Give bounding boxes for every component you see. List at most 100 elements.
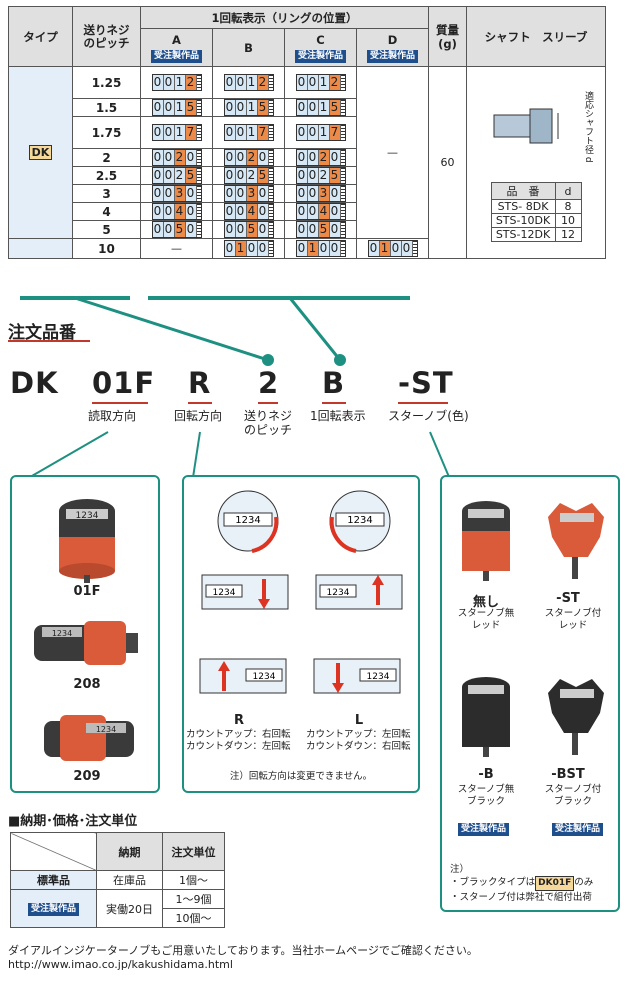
sleeve-diagram-icon bbox=[493, 108, 559, 144]
pitch-cell: 1.75 bbox=[72, 116, 141, 149]
shaft-caption: 適応シャフト径 d bbox=[583, 91, 593, 163]
type-dk: DK bbox=[28, 145, 53, 160]
pitch-cell: 1.5 bbox=[72, 98, 141, 117]
knob-desc-1: スターノブ付 レッド bbox=[544, 608, 602, 631]
delivery-unit1: 1個～ bbox=[162, 870, 225, 890]
footer-url[interactable]: http://www.imao.co.jp/kakushidama.html bbox=[8, 958, 233, 971]
svg-text:1234: 1234 bbox=[253, 672, 276, 682]
knob-209-icon: 1234 bbox=[44, 715, 134, 761]
knob-code-1: -ST bbox=[556, 591, 580, 606]
header-shaft: シャフト スリーブ bbox=[466, 6, 606, 67]
rotation-l-desc: カウントアップ：左回転 カウントダウン：右回転 bbox=[306, 729, 411, 752]
model-01f: 01F bbox=[73, 584, 101, 599]
pitch-cell: 3 bbox=[72, 184, 141, 203]
svg-text:1234: 1234 bbox=[347, 515, 372, 526]
knob-desc-0: スターノブ無 レッド bbox=[457, 608, 515, 631]
badge-d: 受注製作品 bbox=[366, 49, 418, 63]
rotation-l-label: L bbox=[354, 713, 364, 728]
order-title: 注文品番 bbox=[8, 323, 76, 343]
code-rotation: R bbox=[188, 366, 212, 400]
header-d: D bbox=[387, 32, 398, 47]
knob-desc-3: スターノブ付 ブラック bbox=[544, 784, 602, 807]
delivery-header-unit: 注文単位 bbox=[162, 832, 225, 871]
header-rotation: 1回転表示（リングの位置） bbox=[140, 6, 429, 29]
underline-knob bbox=[398, 402, 448, 404]
knob-panel: 無し -ST スターノブ無 レッド スターノブ付 レッド -B -BST スター… bbox=[440, 475, 620, 912]
knob-black-icons bbox=[462, 677, 604, 757]
badge-a: 受注製作品 bbox=[150, 49, 202, 63]
knob-code-0: 無し bbox=[472, 595, 499, 610]
reading-panel: 1234 01F 1234 208 1234 209 bbox=[10, 475, 160, 793]
delivery-title: ■納期･価格･注文単位 bbox=[8, 814, 138, 829]
label-rotation: 回転方向 bbox=[174, 409, 223, 423]
model-209: 209 bbox=[73, 769, 101, 784]
delivery-custom: 受注製作品 bbox=[27, 903, 79, 916]
delivery-unit3: 10個～ bbox=[162, 908, 225, 928]
pitch-cell: 4 bbox=[72, 202, 141, 221]
svg-text:1234: 1234 bbox=[213, 588, 236, 598]
delivery-corner bbox=[10, 832, 97, 871]
code-display: B bbox=[322, 366, 346, 400]
header-type: タイプ bbox=[8, 6, 73, 67]
spec-table: タイプ 送りネジ のピッチ 1回転表示（リングの位置） 質量 (g) シャフト … bbox=[8, 6, 606, 259]
header-mass: 質量 (g) bbox=[428, 6, 467, 67]
col-d-dash: — bbox=[356, 66, 429, 239]
svg-text:1234: 1234 bbox=[76, 511, 99, 521]
header-a: A bbox=[172, 32, 181, 47]
knob-208-icon: 1234 bbox=[34, 621, 138, 665]
code-dk: DK bbox=[10, 366, 59, 400]
underline-rotation bbox=[188, 402, 212, 404]
title-underline bbox=[8, 340, 90, 342]
code-reading: 01F bbox=[92, 366, 156, 400]
knob-red-icons bbox=[462, 501, 604, 581]
code-pitch: 2 bbox=[258, 366, 280, 400]
underline-pitch bbox=[258, 402, 278, 404]
note-head: 注） bbox=[450, 864, 470, 875]
badge-c: 受注製作品 bbox=[294, 49, 346, 63]
svg-text:1234: 1234 bbox=[327, 588, 350, 598]
connector-lines bbox=[20, 296, 410, 366]
model-208: 208 bbox=[73, 677, 101, 692]
knob-desc-2: スターノブ無 ブラック bbox=[457, 784, 515, 807]
note-2: ・スターノブ付は弊社で組付出荷 bbox=[450, 892, 592, 903]
rotation-r-desc: カウントアップ：右回転 カウントダウン：左回転 bbox=[186, 729, 291, 752]
label-reading: 読取方向 bbox=[88, 409, 137, 423]
rotation-diagram-icon: 1234 1234 1234 1234 1234 1234 bbox=[199, 490, 403, 694]
svg-text:1234: 1234 bbox=[96, 725, 116, 734]
